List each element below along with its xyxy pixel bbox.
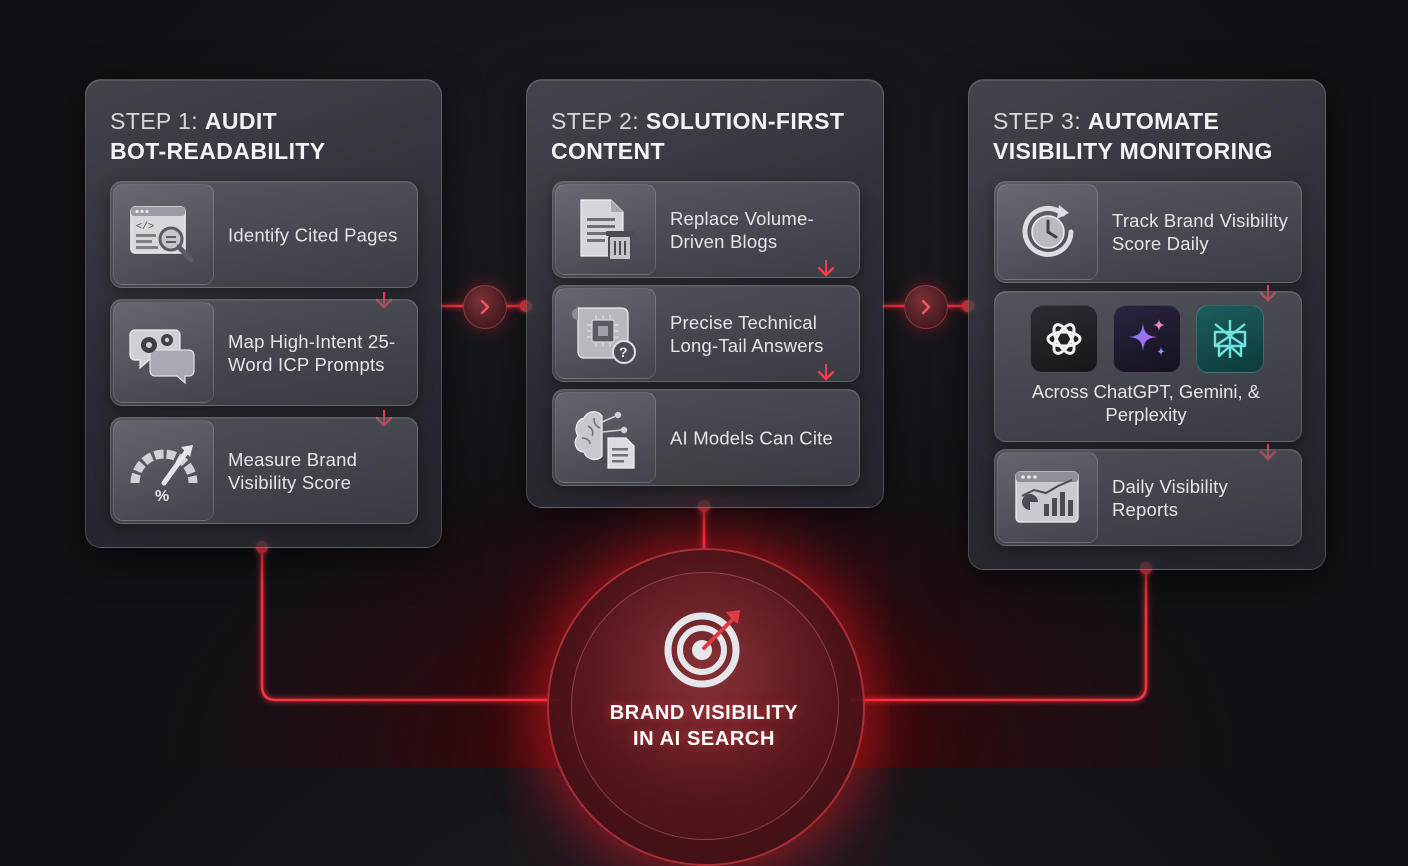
step-1-item-3-label: Measure Brand Visibility Score (228, 448, 358, 493)
step-3-title-line1: AUTOMATE (1087, 108, 1220, 134)
hub-label-line1: BRAND VISIBILITY (609, 702, 799, 724)
step-2-title: STEP 2: SOLUTION-FIRST CONTENT (551, 106, 867, 166)
arrow-down-icon (817, 364, 835, 381)
step-2-title-line1: SOLUTION-FIRST (645, 108, 845, 134)
step-1-card-measure: % Measure Brand Visibility Score (110, 417, 418, 524)
step-2-item-2-label: Precise Technical Long-Tail Answers (670, 311, 824, 356)
chevron-right-icon (463, 285, 507, 329)
gemini-logo-icon (1113, 305, 1181, 373)
step-1-item-2-label: Map High-Intent 25-Word ICP Prompts (228, 330, 396, 375)
step-2-title-line2: CONTENT (551, 138, 665, 164)
step-2-item-3-label: AI Models Can Cite (670, 427, 833, 448)
document-trash-icon (555, 184, 656, 275)
step-3-item-1-label: Track Brand Visibility Score Daily (1112, 210, 1289, 254)
report-chart-icon (997, 452, 1098, 543)
clock-refresh-icon (997, 184, 1098, 280)
svg-text:?: ? (619, 344, 628, 360)
svg-text:%: % (155, 488, 169, 505)
step-3-card-reports: Daily Visibility Reports (994, 449, 1302, 546)
arrow-down-icon (817, 260, 835, 277)
step-1-item-1-label: Identify Cited Pages (228, 224, 398, 245)
step-3-title: STEP 3: AUTOMATE VISIBILITY MONITORING (993, 106, 1309, 166)
hub-label-line2: IN AI SEARCH (632, 728, 776, 750)
step-1-panel: STEP 1: AUDIT BOT-READABILITY </> Identi… (85, 79, 442, 548)
perplexity-logo-icon (1196, 305, 1264, 373)
step-3-card-track: Track Brand Visibility Score Daily (994, 181, 1302, 283)
step-2-prefix: STEP 2: (551, 108, 640, 134)
target-icon (664, 610, 740, 688)
step-1-card-map: Map High-Intent 25-Word ICP Prompts (110, 299, 418, 406)
step-2-item-1-label: Replace Volume-Driven Blogs (670, 207, 814, 252)
blueprint-chip-icon: ? (555, 288, 656, 379)
step-2-card-replace: Replace Volume-Driven Blogs (552, 181, 860, 278)
step-1-title-line1: AUDIT (204, 108, 278, 134)
brain-document-icon (555, 392, 656, 483)
code-search-icon: </> (113, 184, 214, 285)
step-1-title-line2: BOT-READABILITY (110, 138, 326, 164)
svg-text:</>: </> (136, 221, 154, 233)
step-2-card-precise: ? Precise Technical Long-Tail Answers (552, 285, 860, 382)
step-1-prefix: STEP 1: (110, 108, 199, 134)
step-1-card-identify: </> Identify Cited Pages (110, 181, 418, 288)
step-1-title: STEP 1: AUDIT BOT-READABILITY (110, 106, 425, 166)
step-3-item-3-label: Daily Visibility Reports (1112, 475, 1228, 520)
step-3-prefix: STEP 3: (993, 108, 1082, 134)
step-2-card-cite: AI Models Can Cite (552, 389, 860, 486)
step-3-title-line2: VISIBILITY MONITORING (993, 138, 1273, 164)
chevron-right-icon (904, 285, 948, 329)
gear-chat-icon (113, 302, 214, 403)
gauge-percent-icon: % (113, 420, 214, 521)
step-2-panel: STEP 2: SOLUTION-FIRST CONTENT Replace V… (526, 79, 884, 508)
hub-label: BRAND VISIBILITY IN AI SEARCH (560, 700, 848, 752)
step-3-item-2-label: Across ChatGPT, Gemini, & Perplexity (1031, 381, 1261, 425)
chatgpt-logo-icon (1030, 305, 1098, 373)
